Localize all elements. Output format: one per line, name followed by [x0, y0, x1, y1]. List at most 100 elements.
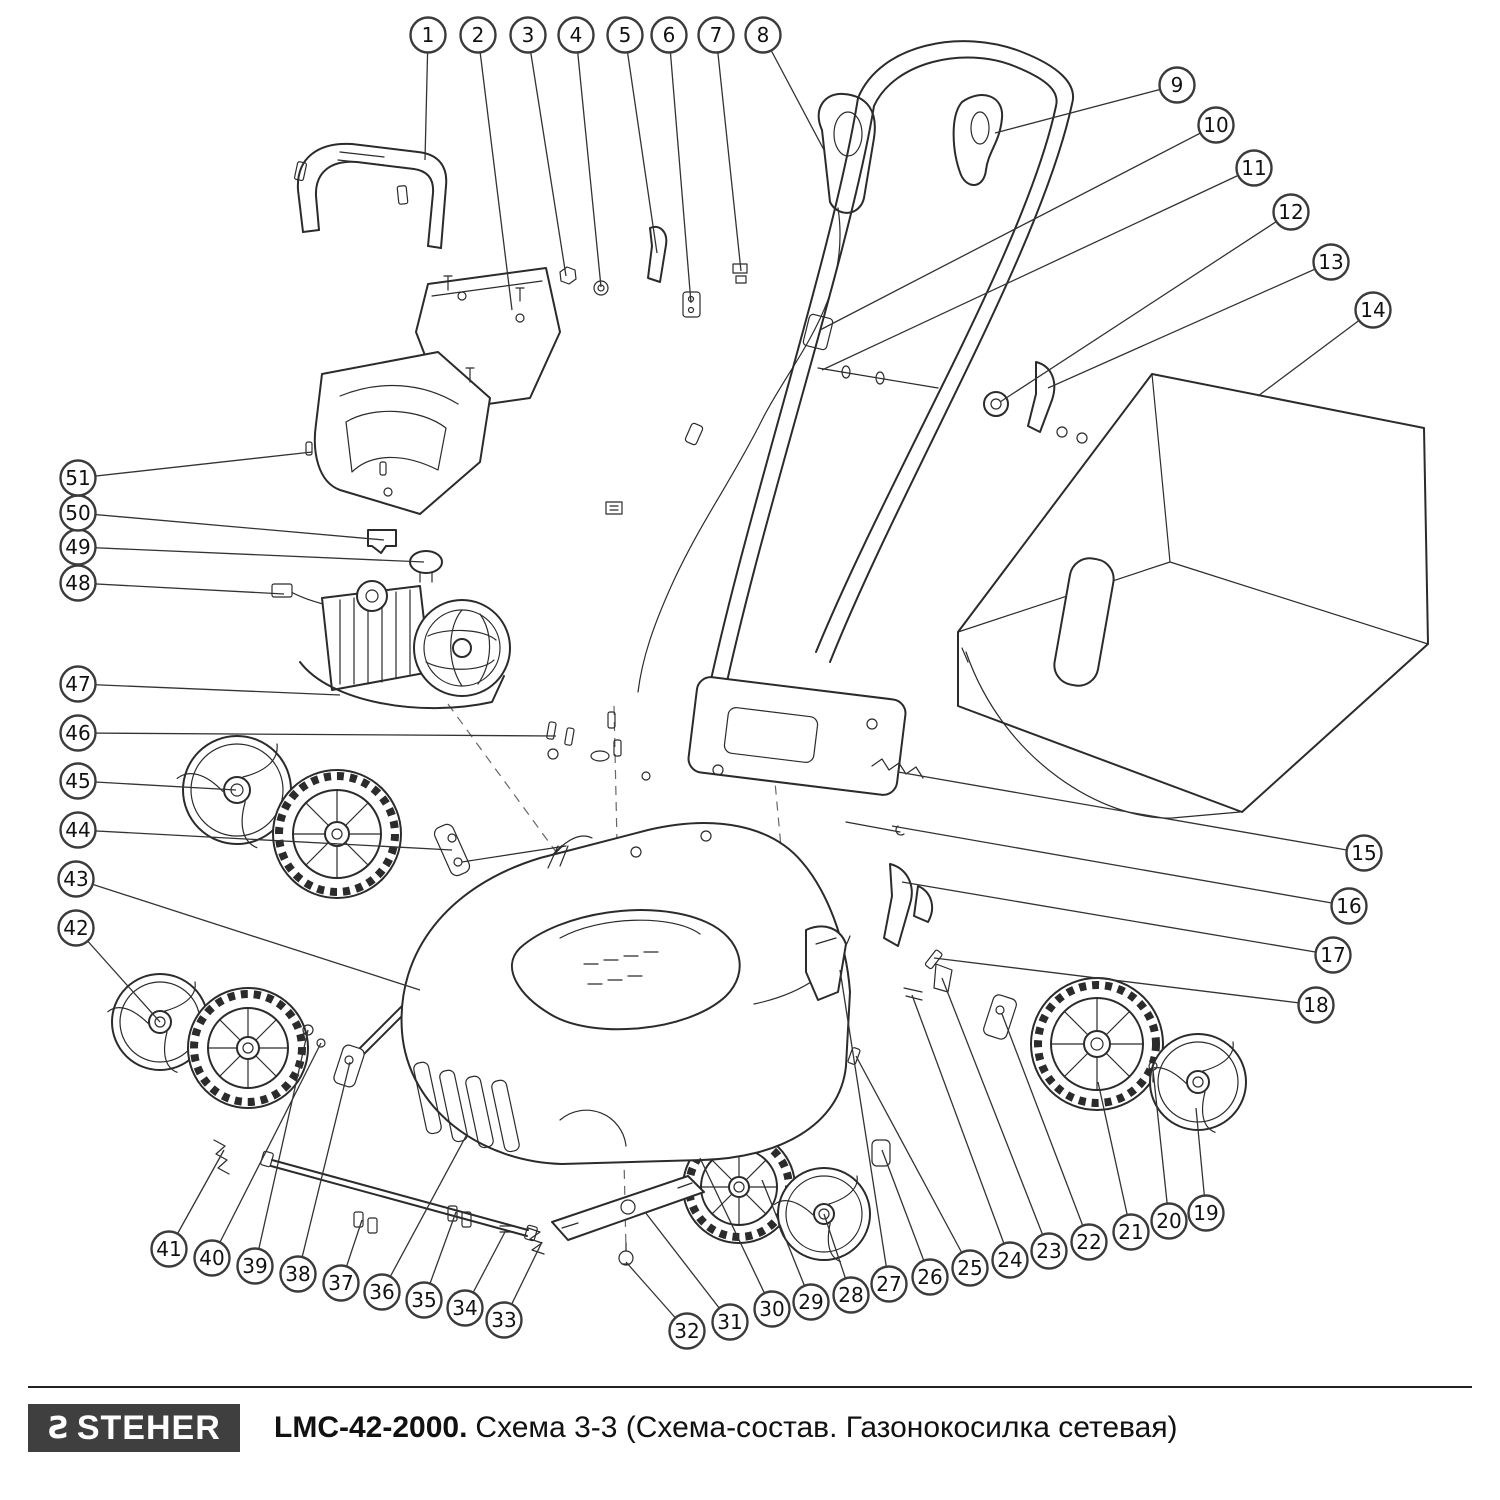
callout-number-46: 46 — [65, 721, 90, 745]
leader-line-39 — [254, 1029, 309, 1267]
callout-16: 16 — [1330, 887, 1368, 925]
leader-line-27 — [839, 969, 890, 1285]
callout-bubble-8 — [744, 16, 782, 54]
callout-number-50: 50 — [65, 501, 90, 525]
callout-14: 14 — [1354, 291, 1392, 329]
callout-bubble-28 — [832, 1276, 870, 1314]
callout-1: 1 — [409, 16, 447, 54]
callout-bubble-25 — [951, 1249, 989, 1287]
callout-7: 7 — [697, 16, 735, 54]
leader-line-6 — [668, 34, 692, 304]
callout-number-12: 12 — [1278, 200, 1303, 224]
callout-number-35: 35 — [411, 1288, 436, 1312]
callout-bubble-22 — [1070, 1223, 1108, 1261]
leader-line-40 — [211, 1042, 322, 1259]
callout-41: 41 — [150, 1230, 188, 1268]
callout-bubble-14 — [1354, 291, 1392, 329]
leader-line-20 — [1152, 1069, 1170, 1222]
leader-line-24 — [911, 994, 1011, 1261]
leader-line-7 — [715, 34, 742, 272]
callout-bubble-27 — [870, 1265, 908, 1303]
callout-40: 40 — [193, 1239, 231, 1277]
callout-bubble-1 — [409, 16, 447, 54]
callout-27: 27 — [870, 1265, 908, 1303]
callout-number-7: 7 — [710, 23, 723, 47]
callout-number-10: 10 — [1203, 113, 1228, 137]
callout-bubble-35 — [405, 1281, 443, 1319]
leader-line-13 — [1047, 261, 1332, 389]
callout-number-49: 49 — [65, 535, 90, 559]
callout-number-38: 38 — [285, 1262, 310, 1286]
exploded-diagram: 1234567891011121314151617181920212223242… — [57, 16, 1429, 1350]
callout-number-18: 18 — [1303, 993, 1328, 1017]
callout-17: 17 — [1314, 936, 1352, 974]
callout-44: 44 — [59, 811, 97, 849]
callout-bubble-34 — [446, 1289, 484, 1327]
callout-number-16: 16 — [1336, 894, 1361, 918]
callout-bubble-43 — [57, 860, 95, 898]
callout-number-2: 2 — [472, 23, 485, 47]
leader-line-9 — [994, 84, 1178, 134]
callout-number-3: 3 — [522, 23, 535, 47]
leader-line-16 — [891, 825, 1350, 907]
part-power-cable — [605, 207, 841, 693]
callout-bubble-31 — [711, 1303, 749, 1341]
callout-number-51: 51 — [65, 466, 90, 490]
callout-29: 29 — [792, 1283, 830, 1321]
callout-2: 2 — [459, 16, 497, 54]
callout-bubble-32 — [668, 1312, 706, 1350]
callout-number-4: 4 — [570, 23, 583, 47]
leader-line-15 — [897, 771, 1365, 854]
part-handle-frame — [701, 40, 1075, 725]
callout-bubble-37 — [322, 1264, 360, 1302]
callout-number-13: 13 — [1318, 250, 1343, 274]
callout-bubble-36 — [363, 1273, 401, 1311]
callout-24: 24 — [991, 1241, 1029, 1279]
callout-10: 10 — [1197, 106, 1235, 144]
callout-number-17: 17 — [1320, 943, 1345, 967]
callout-35: 35 — [405, 1281, 443, 1319]
callout-bubble-40 — [193, 1239, 231, 1277]
steher-logo-text: STEHER — [76, 1408, 221, 1447]
callout-20: 20 — [1150, 1202, 1188, 1240]
callout-number-39: 39 — [242, 1254, 267, 1278]
callout-48: 48 — [59, 564, 97, 602]
callout-45: 45 — [59, 762, 97, 800]
part-switch-box — [817, 92, 1004, 214]
callout-19: 19 — [1187, 1194, 1225, 1232]
leader-line-2 — [477, 34, 513, 311]
leader-line-4 — [575, 34, 602, 288]
callout-bubble-24 — [991, 1241, 1029, 1279]
callout-number-48: 48 — [65, 571, 90, 595]
callout-bubble-38 — [279, 1255, 317, 1293]
callout-number-14: 14 — [1360, 298, 1385, 322]
callout-37: 37 — [322, 1264, 360, 1302]
leader-line-11 — [821, 167, 1255, 371]
callout-number-23: 23 — [1036, 1239, 1061, 1263]
callout-47: 47 — [59, 665, 97, 703]
leader-line-31 — [644, 1211, 731, 1323]
callout-bubble-2 — [459, 16, 497, 54]
steher-logo: S STEHER — [28, 1404, 240, 1452]
part-wheel-tread-rear-left — [272, 769, 402, 899]
leader-line-8 — [762, 34, 825, 151]
callout-bubble-7 — [697, 16, 735, 54]
callout-bubble-26 — [911, 1258, 949, 1296]
callout-6: 6 — [650, 16, 688, 54]
callout-5: 5 — [606, 16, 644, 54]
callout-bubble-5 — [606, 16, 644, 54]
part-wheel-hubcap-rear-left — [176, 735, 292, 849]
callout-number-22: 22 — [1076, 1230, 1101, 1254]
callout-number-25: 25 — [957, 1256, 982, 1280]
leader-line-36 — [381, 1135, 467, 1293]
callout-bubble-9 — [1158, 66, 1196, 104]
callout-bubble-4 — [557, 16, 595, 54]
callout-number-15: 15 — [1351, 841, 1376, 865]
leader-line-22 — [1001, 1013, 1090, 1243]
callout-bubble-51 — [59, 459, 97, 497]
callout-31: 31 — [711, 1303, 749, 1341]
part-blade — [551, 1175, 705, 1241]
steher-logo-symbol: S — [47, 1410, 69, 1446]
callout-4: 4 — [557, 16, 595, 54]
